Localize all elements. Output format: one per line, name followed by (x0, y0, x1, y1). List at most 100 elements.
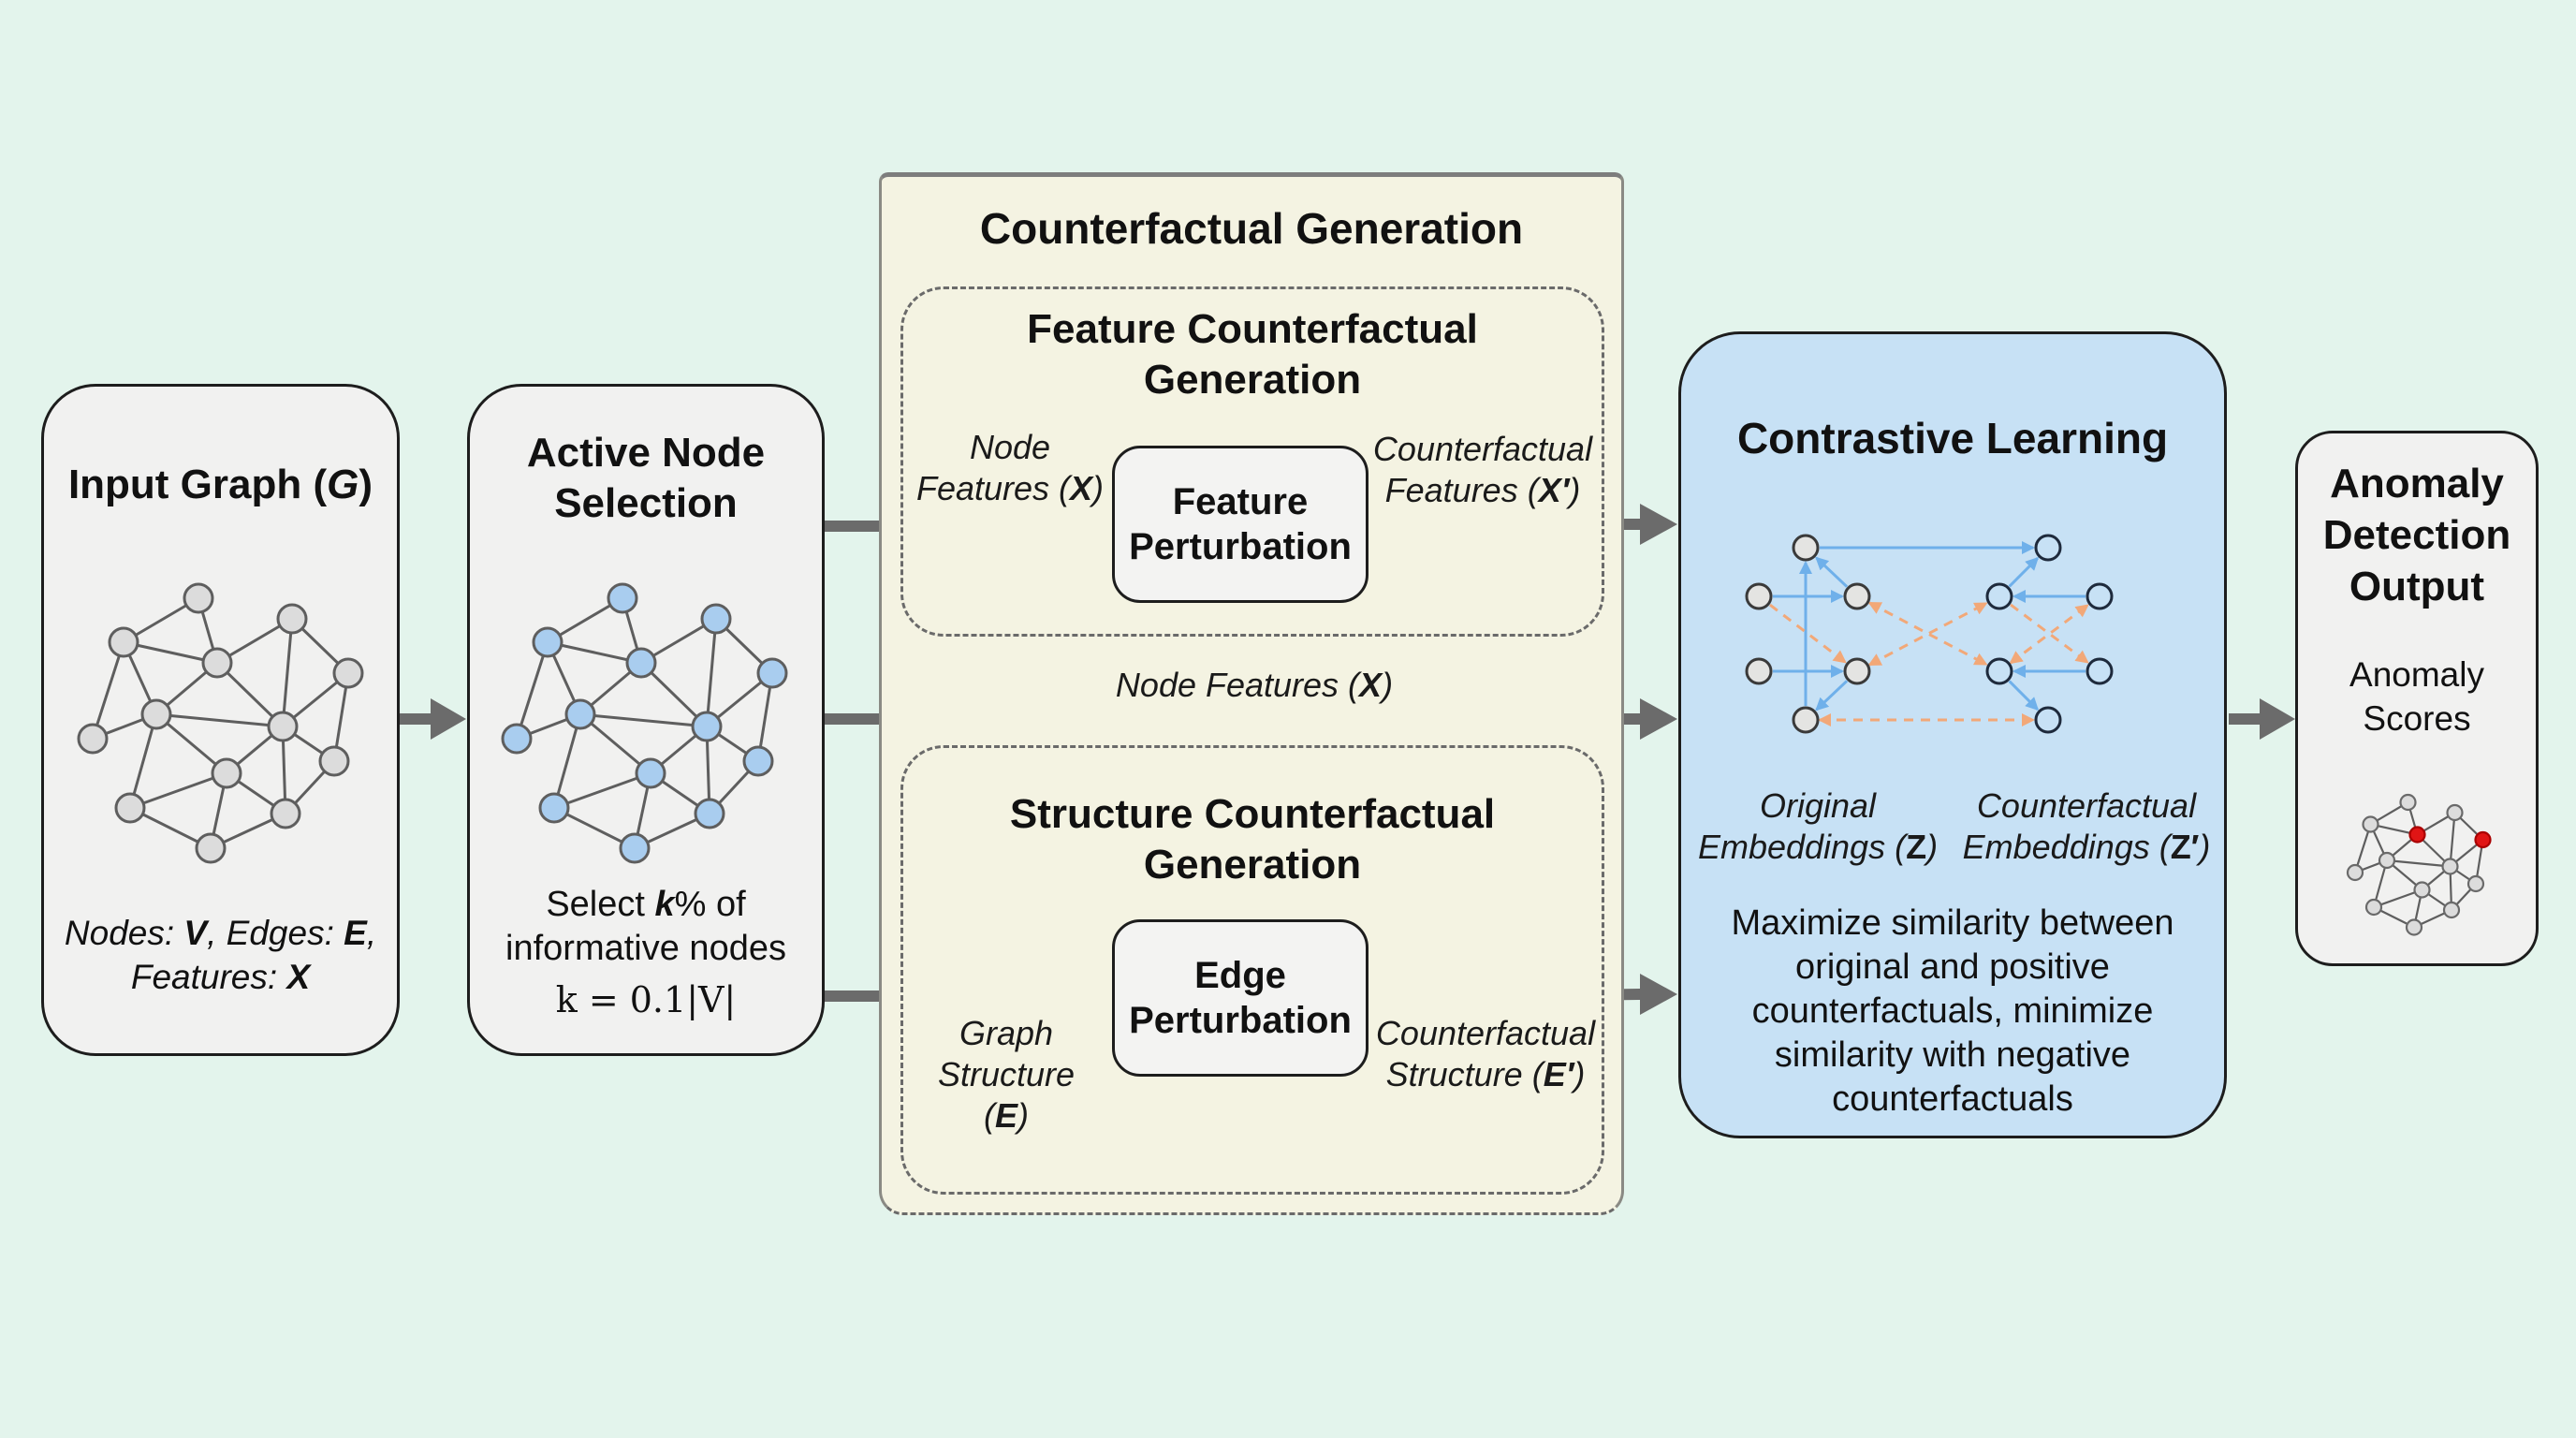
graph-node (114, 792, 146, 824)
graph-node (77, 723, 109, 755)
anomaly-output-card: Anomaly Detection Output Anomaly Scores (2295, 431, 2539, 966)
arrow-node-features-bypass-head (1640, 698, 1677, 740)
graph-node (201, 647, 233, 679)
counterfactual-embedding-node (2086, 582, 2114, 610)
input-graph-title: Input Graph (G) (67, 462, 373, 507)
graph-node (742, 745, 774, 777)
graph-node (2441, 858, 2459, 875)
graph-node (538, 792, 570, 824)
positive-pair-link (1815, 680, 1849, 712)
arrow-input-to-selection (400, 713, 435, 725)
graph-node (140, 698, 172, 730)
feature-input-label: Node Features (X) (915, 428, 1105, 507)
graph-edge (128, 713, 158, 809)
positive-pair-link (2008, 680, 2040, 712)
graph-node (532, 626, 564, 658)
node-features-bypass-label: Node Features (X) (1115, 666, 1394, 704)
counterfactual-embedding-node (1985, 657, 2013, 685)
graph-node (2405, 918, 2423, 936)
graph-node (2446, 803, 2464, 822)
graph-edge (515, 641, 549, 740)
feature-counterfactual-title: Feature Counterfactual Generation (1027, 306, 1478, 403)
counterfactual-embedding-node (2034, 706, 2062, 734)
original-embedding-node (1745, 582, 1773, 610)
graph-edge (91, 641, 125, 740)
graph-node (2413, 881, 2431, 899)
anomalous-node (2474, 830, 2492, 849)
counterfactual-embedding-node (1985, 582, 2013, 610)
anomaly-scores-label: Anomaly Scores (2349, 655, 2484, 738)
graph-edge (705, 618, 718, 727)
negative-pair-link (2010, 603, 2089, 664)
original-embedding-node (1843, 582, 1871, 610)
active-node-graph-illustration (501, 582, 788, 864)
counterfactual-embeddings-label: Counterfactual Embeddings (Z′) (1962, 786, 2211, 866)
graph-node (694, 798, 725, 829)
graph-node (195, 832, 227, 864)
active-node-selection-title: Active Node Selection (526, 430, 766, 526)
original-embedding-node (1843, 657, 1871, 685)
counterfactual-generation-title: Counterfactual Generation (979, 204, 1524, 253)
embedding-contrast-diagram (1745, 534, 2114, 734)
graph-node (2378, 851, 2396, 870)
graph-edge (547, 640, 642, 665)
graph-node (625, 647, 657, 679)
structure-output-label: Counterfactual Structure (E′) (1375, 1014, 1596, 1093)
arrow-feature-perturbation-to-contrastive-head (1640, 504, 1677, 545)
original-embeddings-label: Original Embeddings (Z) (1697, 786, 1939, 866)
graph-node (635, 757, 666, 789)
graph-node (501, 723, 533, 755)
contrastive-learning-card: Contrastive Learning Original Embeddings… (1678, 331, 2227, 1138)
counterfactual-embedding-node (2034, 534, 2062, 562)
graph-node (564, 698, 596, 730)
graph-node (2466, 874, 2485, 893)
graph-edge (579, 712, 708, 728)
graph-node (2364, 898, 2383, 917)
graph-node (332, 657, 364, 689)
graph-node (607, 582, 638, 614)
input-graph-illustration (77, 582, 364, 864)
graph-edge (123, 640, 218, 665)
counterfactual-embedding-node (2086, 657, 2114, 685)
contrastive-learning-title: Contrastive Learning (1736, 414, 2169, 462)
feature-output-label: Counterfactual Features (X′) (1372, 430, 1593, 509)
anomaly-output-title: Anomaly Detection Output (2322, 461, 2511, 609)
graph-node (700, 603, 732, 635)
arrow-contrastive-to-output-head (2260, 698, 2295, 740)
selection-caption: Select k% of informative nodes (505, 885, 786, 968)
negative-pair-link (2009, 604, 2089, 665)
arrow-edge-perturbation-to-contrastive-head (1640, 974, 1677, 1015)
contrastive-objective-description: Maximize similarity between original and… (1731, 903, 2174, 1119)
graph-node (2362, 815, 2379, 833)
structure-counterfactual-title: Structure Counterfactual Generation (1009, 791, 1496, 888)
arrow-contrastive-to-output (2229, 713, 2264, 725)
graph-edge (281, 618, 294, 727)
negative-pair-link (1769, 603, 1847, 664)
original-embedding-node (1792, 534, 1820, 562)
graph-node (211, 757, 242, 789)
original-embedding-node (1745, 657, 1773, 685)
negative-pair-link (1867, 602, 1988, 667)
structure-counterfactual-section (900, 745, 1604, 1195)
graph-node (2442, 901, 2461, 919)
anomaly-graph-illustration (2346, 793, 2492, 936)
original-embedding-node (1792, 706, 1820, 734)
graph-node (691, 711, 723, 742)
active-node-selection-card: Active Node Selection Select k% of infor… (467, 384, 825, 1056)
graph-node (276, 603, 308, 635)
graph-node (270, 798, 301, 829)
graph-node (756, 657, 788, 689)
positive-pair-link (2008, 556, 2040, 588)
graph-edge (2373, 888, 2422, 909)
graph-edge (2386, 858, 2451, 868)
graph-edge (129, 771, 227, 810)
graph-edge (552, 713, 582, 809)
graph-node (619, 832, 651, 864)
graph-node (183, 582, 214, 614)
graph-edge (155, 712, 284, 728)
positive-pair-link (1815, 556, 1849, 588)
graph-node (2346, 863, 2364, 882)
graph-symbol: G (327, 462, 359, 507)
structure-input-label: Graph Structure (E) (937, 1014, 1076, 1135)
